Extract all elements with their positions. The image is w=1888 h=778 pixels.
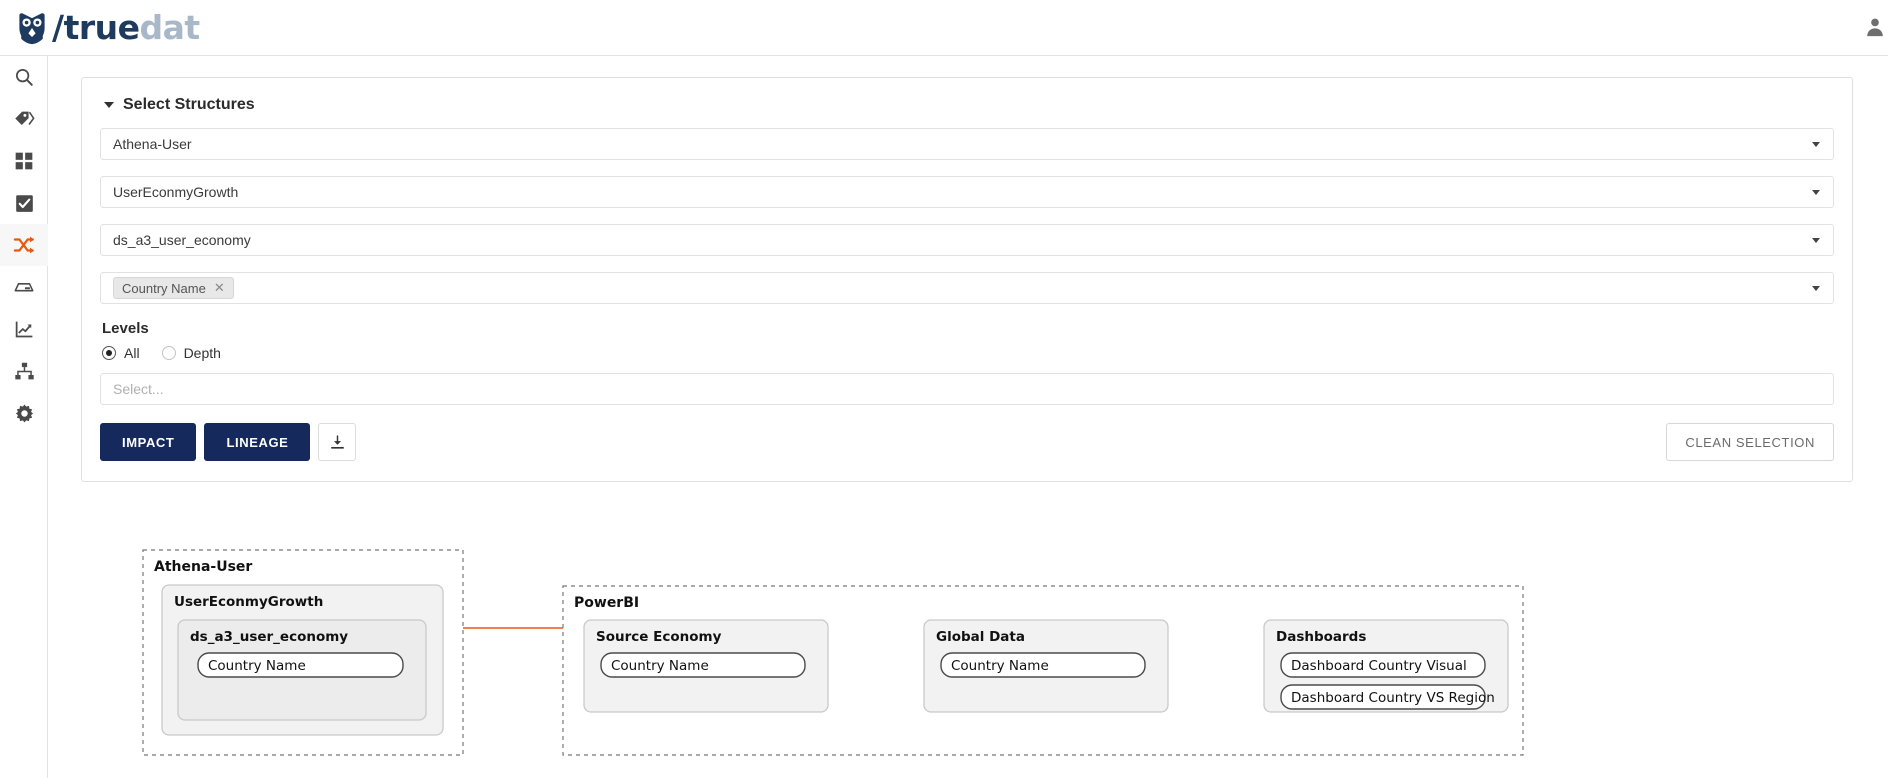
- group-select-value: UserEconmyGrowth: [113, 184, 239, 200]
- lineage-button[interactable]: LINEAGE: [204, 423, 311, 461]
- checkbox-icon: [15, 194, 33, 212]
- field-global-data-country-name-label: Country Name: [951, 658, 1049, 674]
- table-global-data-label: Global Data: [936, 629, 1025, 645]
- structure-select[interactable]: ds_a3_user_economy: [100, 224, 1834, 256]
- impact-button[interactable]: IMPACT: [100, 423, 197, 461]
- panel-header[interactable]: Select Structures: [104, 96, 1834, 114]
- chart-icon: [15, 321, 32, 337]
- table-ds-a3-user-economy-label: ds_a3_user_economy: [190, 629, 348, 645]
- fields-select[interactable]: Country Name ✕: [100, 272, 1834, 304]
- selected-field-label: Country Name: [122, 280, 206, 296]
- field-global-data-country-name[interactable]: [940, 652, 1146, 678]
- levels-radio-group: All Depth: [102, 345, 1834, 361]
- user-account-icon[interactable]: [1864, 14, 1886, 40]
- group-athena-user[interactable]: Athena-User UserEconmyGrowth ds_a3_user_…: [142, 549, 464, 756]
- depth-select-placeholder: Select...: [113, 381, 164, 397]
- chevron-down-icon: [104, 102, 114, 108]
- panel-actions: IMPACT LINEAGE CLEAN SELECTION: [100, 423, 1834, 461]
- radio-depth-label: Depth: [183, 345, 221, 361]
- group-powerbi-label: PowerBI: [574, 595, 639, 611]
- table-dashboards-label: Dashboards: [1276, 629, 1366, 645]
- field-dashboard-country-visual-label: Dashboard Country Visual: [1291, 658, 1467, 674]
- lineage-canvas: Athena-User UserEconmyGrowth ds_a3_user_…: [142, 549, 1524, 756]
- group-powerbi[interactable]: PowerBI Source Economy Country Name Glob…: [562, 585, 1524, 756]
- table-source-economy-label: Source Economy: [596, 629, 722, 645]
- sidebar-item-settings[interactable]: [0, 392, 48, 434]
- shuffle-icon: [13, 236, 35, 254]
- main-content: Select Structures Athena-User UserEconmy…: [48, 56, 1888, 778]
- field-dashboard-country-vs-region[interactable]: [1280, 684, 1486, 710]
- sidebar-nav: [0, 56, 48, 778]
- chevron-down-icon: [1812, 142, 1820, 147]
- sidebar-item-tags[interactable]: [0, 98, 48, 140]
- container-usereconmygrowth-label: UserEconmyGrowth: [174, 594, 323, 610]
- chevron-down-icon: [1812, 286, 1820, 291]
- group-athena-label: Athena-User: [154, 559, 252, 575]
- download-icon: [331, 434, 344, 449]
- structure-select-value: ds_a3_user_economy: [113, 232, 251, 248]
- app-logo[interactable]: /truedat: [14, 8, 200, 47]
- panel-title: Select Structures: [123, 96, 255, 113]
- search-icon: [15, 68, 33, 86]
- system-select[interactable]: Athena-User: [100, 128, 1834, 160]
- top-bar: /truedat: [0, 0, 1888, 56]
- sidebar-item-lineage[interactable]: [0, 224, 48, 266]
- remove-tag-icon[interactable]: ✕: [213, 280, 225, 295]
- selected-field-tag: Country Name ✕: [113, 277, 234, 299]
- chevron-down-icon: [1812, 238, 1820, 243]
- logo-slash: /truedat: [52, 8, 200, 47]
- tags-icon: [15, 111, 35, 125]
- logo-text-secondary: dat: [139, 8, 201, 47]
- sidebar-item-grid[interactable]: [0, 140, 48, 182]
- gear-icon: [15, 404, 33, 422]
- radio-depth[interactable]: [161, 346, 176, 360]
- field-dashboard-country-visual[interactable]: [1280, 652, 1486, 678]
- database-icon: [14, 283, 34, 292]
- clean-selection-button[interactable]: CLEAN SELECTION: [1666, 423, 1834, 461]
- chevron-down-icon: [1812, 190, 1820, 195]
- system-select-value: Athena-User: [113, 136, 192, 152]
- grid-icon: [15, 152, 33, 170]
- download-button[interactable]: [318, 423, 357, 461]
- sidebar-item-metrics[interactable]: [0, 308, 48, 350]
- levels-label: Levels: [102, 320, 149, 337]
- sidebar-item-tasks[interactable]: [0, 182, 48, 224]
- sidebar-item-data-sources[interactable]: [0, 266, 48, 308]
- logo-text-primary: true: [63, 8, 140, 47]
- field-source-economy-country-name[interactable]: [600, 652, 806, 678]
- radio-all-label: All: [124, 345, 140, 361]
- group-select[interactable]: UserEconmyGrowth: [100, 176, 1834, 208]
- field-athena-country-name-label: Country Name: [208, 658, 306, 674]
- field-athena-country-name[interactable]: [197, 652, 404, 678]
- select-structures-panel: Select Structures Athena-User UserEconmy…: [81, 77, 1853, 482]
- sidebar-item-search[interactable]: [0, 56, 48, 98]
- depth-select[interactable]: Select...: [100, 373, 1834, 405]
- field-dashboard-country-vs-region-label: Dashboard Country VS Region: [1291, 690, 1495, 706]
- sidebar-item-hierarchy[interactable]: [0, 350, 48, 392]
- sitemap-icon: [14, 362, 34, 379]
- owl-logo-icon: [19, 12, 45, 44]
- field-source-economy-country-name-label: Country Name: [611, 658, 709, 674]
- lineage-diagram[interactable]: Athena-User UserEconmyGrowth ds_a3_user_…: [48, 540, 1888, 778]
- radio-all[interactable]: [102, 346, 116, 360]
